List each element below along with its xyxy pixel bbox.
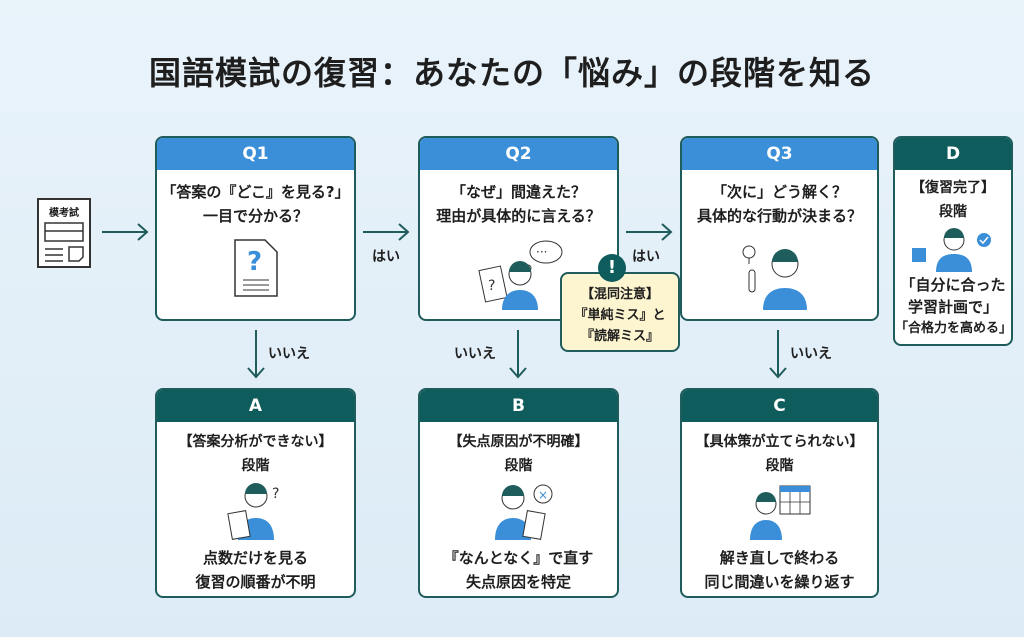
question-text: 「次に」どう解く？ bbox=[711, 183, 847, 201]
calendar-person-icon bbox=[682, 482, 877, 540]
stage-text: 『なんとなく』で直す bbox=[443, 549, 594, 567]
exam-document-icon: 模考試 bbox=[37, 198, 91, 268]
svg-text:?: ? bbox=[488, 278, 495, 294]
question-text: 「なぜ」間違えた？ bbox=[450, 183, 586, 201]
stage-text: 学習計画で」 bbox=[907, 298, 998, 316]
yes-label: はい bbox=[632, 249, 660, 265]
stage-text: 点数だけを見る bbox=[202, 549, 308, 567]
stage-text: 復習の順番が不明 bbox=[195, 573, 316, 591]
stage-text: 同じ間違いを繰り返す bbox=[704, 573, 855, 591]
question-text: 「答案の『どこ』を見る?」 bbox=[161, 183, 350, 201]
svg-text:?: ? bbox=[247, 247, 262, 277]
question-q1: Q1 「答案の『どこ』を見る?」一目で分かる？ ? bbox=[155, 136, 356, 321]
stage-text: 「自分に合った bbox=[900, 276, 1006, 294]
question-q3: Q3 「次に」どう解く？ 具体的な行動が決まる？ bbox=[680, 136, 879, 321]
stage-suffix: 段階 bbox=[241, 458, 270, 474]
question-header: Q1 bbox=[157, 138, 354, 170]
arrow-right-icon bbox=[626, 223, 673, 241]
exclamation-icon: ! bbox=[598, 254, 626, 282]
stage-a: A 【答案分析ができない】段階 ? 点数だけを見る復習の順番が不明 bbox=[155, 388, 356, 598]
arrow-down-icon bbox=[509, 330, 527, 379]
arrow-down-icon bbox=[769, 330, 787, 379]
stage-b: B 【失点原因が不明確】段階 × 『なんとなく』で直す失点原因を特定 bbox=[418, 388, 619, 598]
question-header: Q2 bbox=[420, 138, 617, 170]
svg-text:···: ··· bbox=[536, 245, 547, 259]
stage-name: 【失点原因が不明確】 bbox=[448, 434, 589, 450]
stage-header: C bbox=[682, 390, 877, 422]
note-text: 【混同注意】 bbox=[580, 287, 659, 302]
confused-person-icon: ? bbox=[157, 482, 354, 540]
thinking-person-icon: ···? bbox=[420, 238, 617, 310]
question-text: 一目で分かる？ bbox=[202, 207, 308, 225]
stage-text: 失点原因を特定 bbox=[465, 573, 571, 591]
no-label: いいえ bbox=[790, 346, 832, 362]
thumbs-up-person-icon bbox=[895, 226, 1011, 272]
no-label: いいえ bbox=[454, 346, 496, 362]
stage-header: A bbox=[157, 390, 354, 422]
stage-d: D 【復習完了】段階 「自分に合った学習計画で」「合格力を高める」 bbox=[893, 136, 1013, 346]
no-label: いいえ bbox=[268, 346, 310, 362]
svg-text:?: ? bbox=[272, 486, 279, 502]
worried-person-icon: × bbox=[420, 482, 617, 540]
question-text: 理由が具体的に言える？ bbox=[436, 207, 601, 225]
stage-text: 解き直しで終わる bbox=[719, 549, 840, 567]
stage-name: 【具体策が立てられない】 bbox=[695, 434, 864, 450]
stage-header: B bbox=[420, 390, 617, 422]
stage-suffix: 段階 bbox=[504, 458, 533, 474]
stage-text: 「合格力を高める」 bbox=[895, 321, 1013, 336]
question-document-icon: ? bbox=[157, 238, 354, 298]
idea-person-icon bbox=[682, 238, 877, 310]
arrow-down-icon bbox=[247, 330, 265, 379]
question-header: Q3 bbox=[682, 138, 877, 170]
page-title: 国語模試の復習：あなたの「悩み」の段階を知る bbox=[148, 54, 875, 92]
yes-label: はい bbox=[372, 249, 400, 265]
stage-name: 【復習完了】 bbox=[911, 180, 995, 196]
note-text: 『単純ミス』と bbox=[574, 308, 666, 323]
stage-suffix: 段階 bbox=[939, 204, 967, 220]
question-q2: Q2 「なぜ」間違えた？ 理由が具体的に言える？ ···? bbox=[418, 136, 619, 321]
stage-suffix: 段階 bbox=[765, 458, 794, 474]
arrow-right-icon bbox=[363, 223, 410, 241]
stage-name: 【答案分析ができない】 bbox=[178, 434, 333, 450]
confusion-warning-note: 【混同注意】 『単純ミス』と 『読解ミス』 bbox=[560, 272, 680, 352]
note-text: 『読解ミス』 bbox=[580, 329, 659, 344]
stage-c: C 【具体策が立てられない】段階 解き直しで終わる同じ間違いを繰り返す bbox=[680, 388, 879, 598]
exam-label: 模考試 bbox=[49, 208, 79, 219]
svg-text:×: × bbox=[538, 488, 548, 502]
arrow-right-icon bbox=[102, 223, 149, 241]
stage-header: D bbox=[895, 138, 1011, 170]
question-text: 具体的な行動が決まる？ bbox=[696, 207, 862, 225]
